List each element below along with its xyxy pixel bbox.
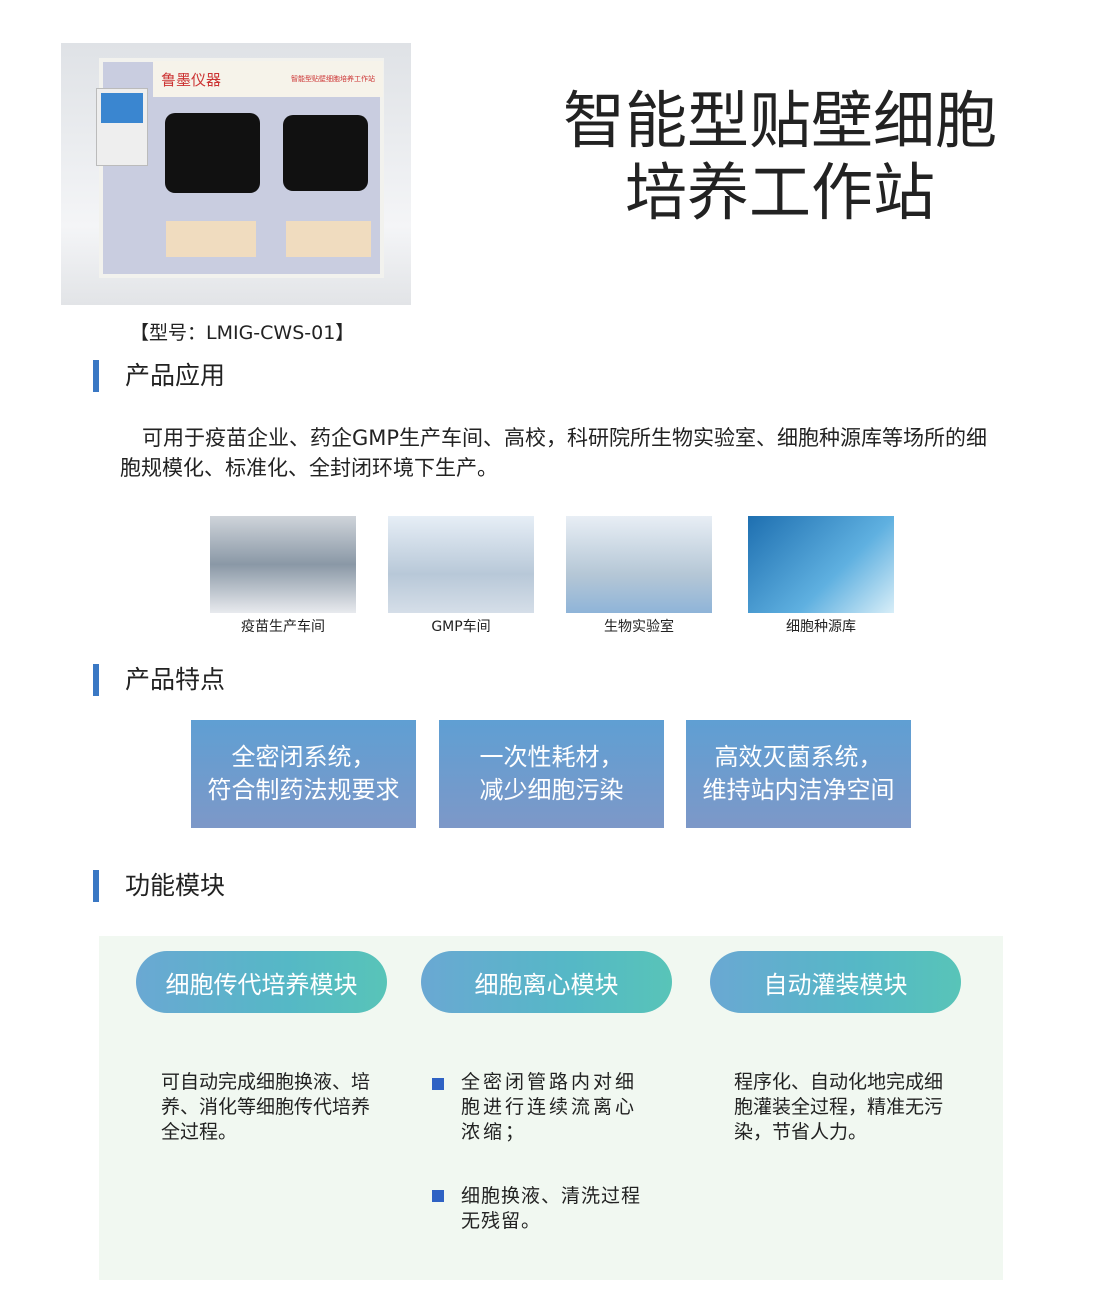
machine-label: 智能型贴壁细胞培养工作站 [291,75,375,83]
machine-brand: 鲁墨仪器 [161,70,222,89]
section-heading-modules: 功能模块 [93,870,225,902]
vaccine-plant-image [210,516,356,613]
feature-card: 一次性耗材，减少细胞污染 [439,720,664,828]
module-description: 程序化、自动化地完成细胞灌装全过程，精准无污染，节省人力。 [734,1071,944,1143]
section-heading-features: 产品特点 [93,664,225,696]
image-caption: 疫苗生产车间 [241,619,325,635]
image-caption: 生物实验室 [604,619,674,635]
module-bullet: 全密闭管路内对细胞进行连续流离心浓缩； [461,1071,638,1143]
module-description: 可自动完成细胞换液、培养、消化等细胞传代培养全过程。 [161,1071,371,1143]
module-pill: 自动灌装模块 [710,951,961,1013]
module-pill: 细胞传代培养模块 [136,951,387,1013]
model-number: 【型号：LMIG-CWS-01】 [130,322,355,344]
image-caption: 细胞种源库 [786,619,856,635]
bullet-icon [432,1190,444,1202]
feature-card: 高效灭菌系统，维持站内洁净空间 [686,720,911,828]
product-photo: 鲁墨仪器 智能型贴壁细胞培养工作站 [61,43,411,305]
module-pill: 细胞离心模块 [421,951,672,1013]
cell-bank-image [748,516,894,613]
feature-card: 全密闭系统，符合制药法规要求 [191,720,416,828]
bio-lab-image [566,516,712,613]
module-bullet: 细胞换液、清洗过程无残留。 [461,1185,642,1232]
gmp-workshop-image [388,516,534,613]
page-title: 智能型贴壁细胞培养工作站 [562,84,997,229]
bullet-icon [432,1078,444,1090]
section-heading-application: 产品应用 [93,360,225,392]
application-text: 可用于疫苗企业、药企GMP生产车间、高校，科研院所生物实验室、细胞种源库等场所的… [120,426,988,480]
image-caption: GMP车间 [431,619,491,635]
